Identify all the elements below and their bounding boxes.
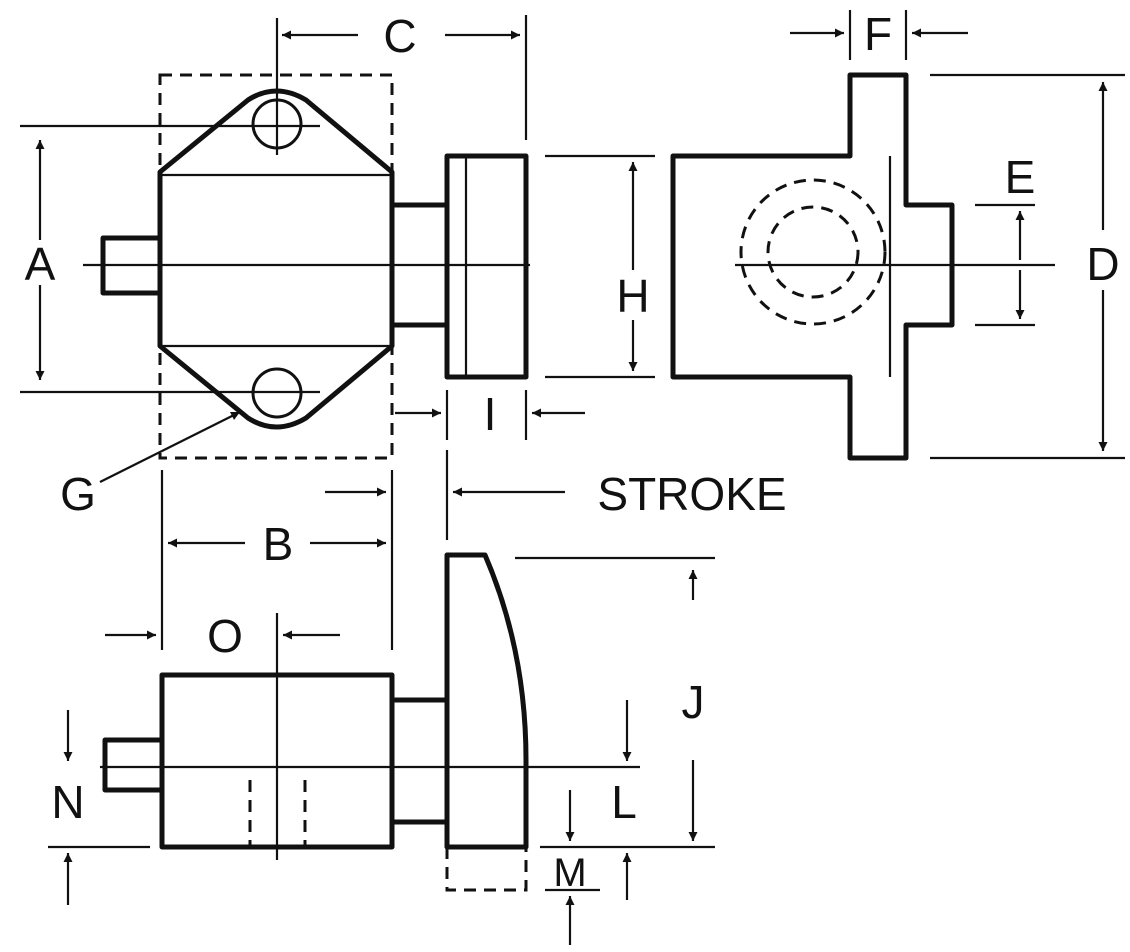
label-f: F [864,8,892,60]
label-o: O [207,610,243,662]
dimension-labels: A C H I F D E G STROKE B O J L M N [25,8,1120,895]
label-e: E [1005,151,1036,203]
dimension-lines [20,10,1125,945]
label-i: I [484,388,497,440]
side-view [100,552,640,892]
label-b: B [263,518,294,570]
label-d: D [1086,238,1119,290]
label-stroke: STROKE [597,468,786,520]
label-h: H [616,270,649,322]
label-c: C [383,10,416,62]
label-m: M [553,851,586,895]
end-view-knob [670,72,1055,461]
label-j: J [682,676,705,728]
label-n: N [51,776,84,828]
label-g: G [60,468,96,520]
label-l: L [611,776,637,828]
top-view-body [83,73,530,460]
label-a: A [25,238,56,290]
